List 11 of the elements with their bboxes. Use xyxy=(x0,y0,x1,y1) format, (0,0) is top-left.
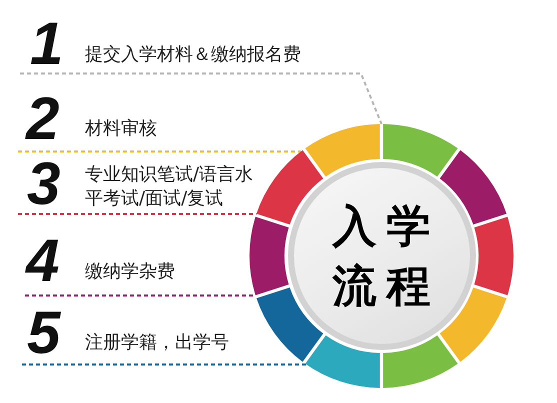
step-number: 3 xyxy=(27,154,60,214)
step-number: 5 xyxy=(27,303,60,363)
step-number: 1 xyxy=(30,14,64,74)
center-label: 入学流程 xyxy=(330,200,442,314)
step-number: 4 xyxy=(26,231,60,291)
step-number: 2 xyxy=(26,89,60,149)
step-text: 缴纳学杂费 xyxy=(85,260,175,284)
step-text: 注册学籍，出学号 xyxy=(85,331,229,355)
step-text: 材料审核 xyxy=(85,117,157,141)
step-text: 专业知识笔试/语言水平考试/面试/复试 xyxy=(85,163,254,211)
step-text: 提交入学材料＆缴纳报名费 xyxy=(85,43,301,67)
